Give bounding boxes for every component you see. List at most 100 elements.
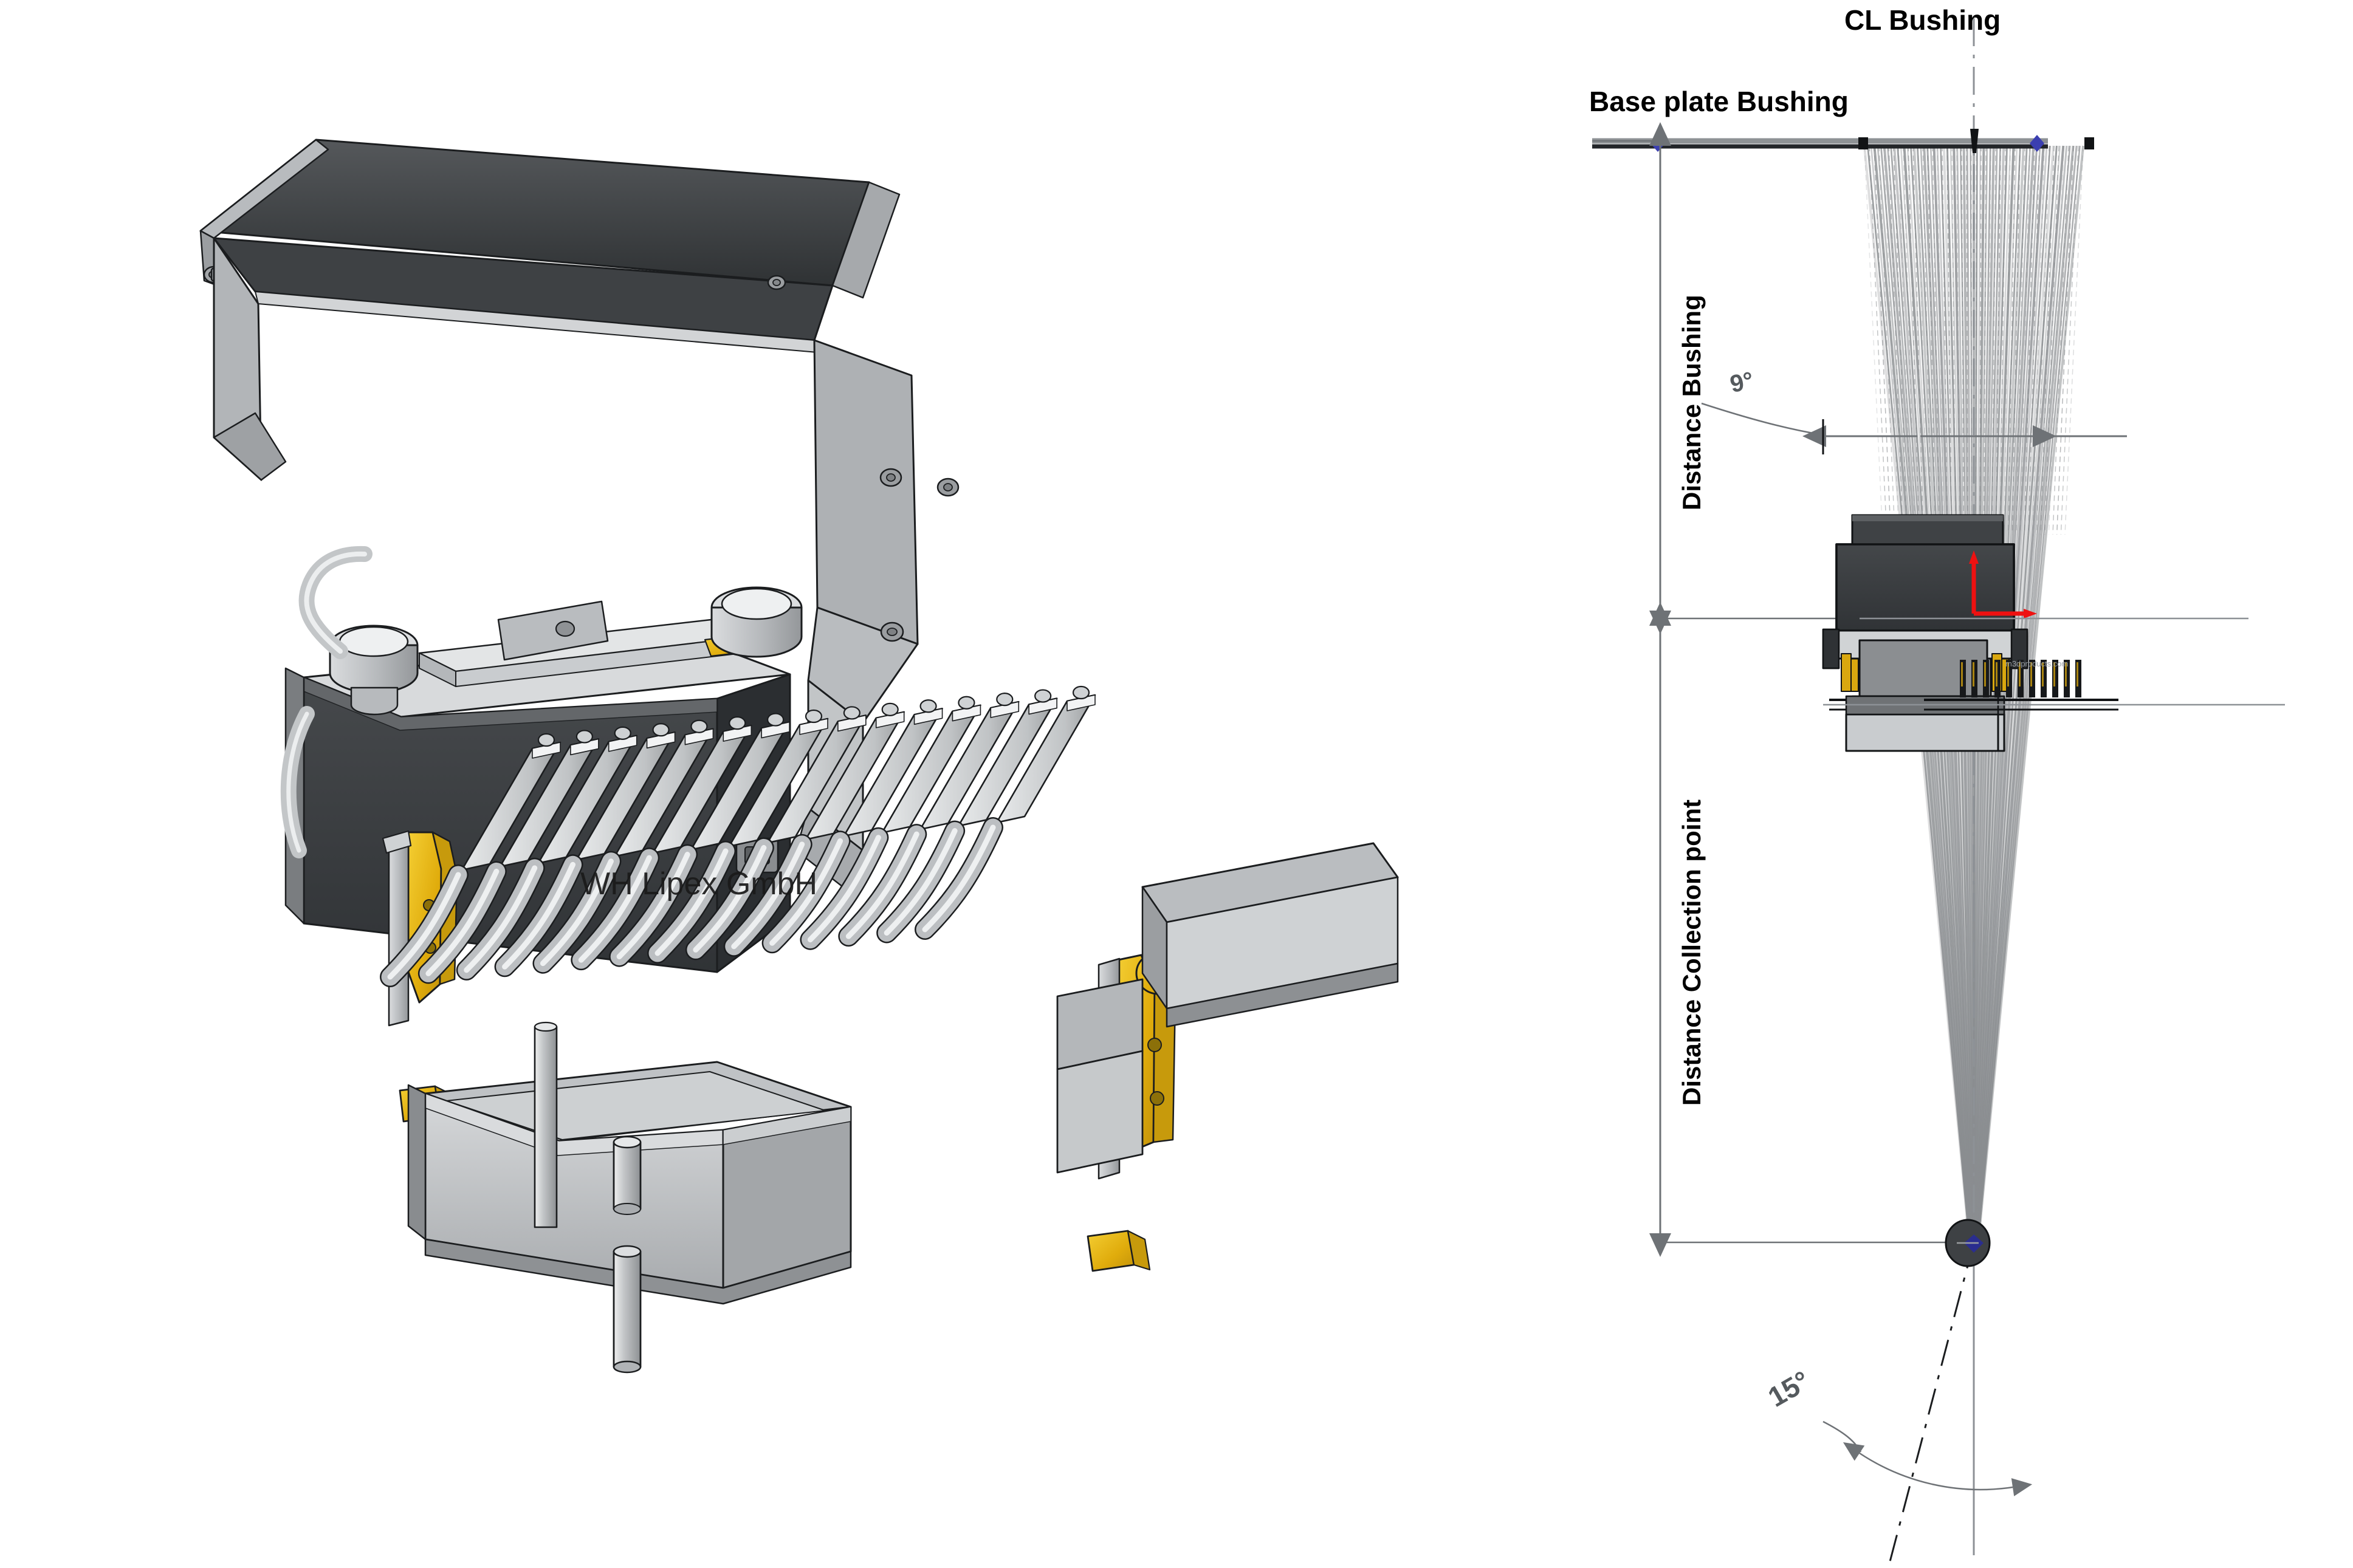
filament-strand-upper <box>1908 145 1920 535</box>
filament-strand-upper <box>2048 145 2064 535</box>
bushing-assembly-right <box>1822 514 2118 752</box>
dimension-lines <box>1592 122 1974 1257</box>
label-distance-collection-point: Distance Collection point <box>1677 799 1706 1106</box>
filament-strand-upper <box>1874 145 1892 535</box>
angle-15deg-annotation <box>1822 1420 2033 1496</box>
bushing-assembly-pair <box>1822 514 2118 752</box>
feed-tube-highlight <box>922 824 996 933</box>
inclined-centerline-15deg <box>1888 1242 1975 1567</box>
filament-strand-upper <box>1912 145 1924 535</box>
filament-strand-upper <box>2060 145 2079 535</box>
filament-strand-upper <box>2052 145 2069 535</box>
nozzle-tooth-tip <box>2007 662 2009 686</box>
filament-strand-upper <box>2016 145 2025 535</box>
feed-tube-highlight <box>731 841 805 950</box>
filament-strand <box>1976 145 2058 1243</box>
left-tall-post <box>534 1021 558 1228</box>
nozzle-tooth-tip <box>2042 662 2044 686</box>
fin-tip-knob <box>537 733 555 747</box>
feed-tube-highlight <box>387 872 461 980</box>
filament-strand-upper <box>2028 145 2040 535</box>
base-plate-line <box>1592 129 2094 153</box>
inlet-cap-left <box>329 625 419 716</box>
section-svg <box>1592 18 2285 1567</box>
stub-cylinder <box>613 1135 642 1215</box>
nozzle-tooth-tip <box>2019 662 2021 686</box>
collection-point <box>1945 1219 1991 1267</box>
filament-strand-upper <box>2007 145 2016 535</box>
feed-tube-highlight <box>769 838 843 946</box>
filament-strand-upper <box>1951 145 1956 535</box>
filament-strand-upper <box>1966 145 1968 535</box>
filament-strand-upper <box>1864 145 1883 535</box>
filament-strand-upper <box>1956 145 1960 535</box>
filament-strand-upper <box>1971 145 1973 535</box>
filament-strand <box>1973 145 2015 1243</box>
filament-strand-upper <box>1878 145 1895 535</box>
filament-strand-upper <box>2019 145 2030 535</box>
inlet-pipe <box>280 546 373 858</box>
filament-strand <box>1976 145 2051 1243</box>
label-cl-bushing: CL Bushing <box>1844 4 2001 36</box>
feed-tube-highlight <box>616 852 690 960</box>
plate-bolt-icon-3 <box>880 621 904 642</box>
filament-strand-upper <box>1898 145 1912 535</box>
nozzle-fin-array <box>461 685 1096 871</box>
nozzle-tooth-tip <box>1996 662 1997 686</box>
plate-bolt-icon-2 <box>936 478 960 497</box>
dimensioned-section-view <box>1519 0 2353 1568</box>
nozzle-tooth-tip <box>2065 662 2067 686</box>
fin-tip-knob <box>767 713 785 727</box>
fin-tip-knob <box>919 699 937 713</box>
filament-strand-upper <box>1946 145 1953 535</box>
fin-tip-knob <box>805 709 823 724</box>
nozzle-tooth-tip <box>2053 662 2055 686</box>
back-side-plate <box>213 237 287 481</box>
nozzle-tooth-tip <box>1984 662 1986 686</box>
fin-tip-knob <box>575 730 593 744</box>
filament-strand-upper <box>2040 145 2055 535</box>
filament-strand-upper <box>1903 145 1916 535</box>
fin-tip-knob <box>614 726 631 740</box>
nozzle-tooth-tip <box>1973 662 1974 686</box>
fin-tip-knob <box>1072 685 1090 700</box>
filament-strand-upper <box>1922 145 1932 535</box>
filament-strand-upper <box>2024 145 2035 535</box>
right-bracket-frame <box>1056 842 1399 1174</box>
nozzle-tooth-tip <box>2030 662 2032 686</box>
filament-strand-upper <box>1995 145 2001 535</box>
3d-assembly-view: WH Lipex GmbH <box>199 139 1399 1374</box>
filament-strand-upper <box>2064 145 2084 535</box>
filament-strand-upper <box>2044 145 2059 535</box>
fin-tip-knob <box>652 723 670 737</box>
filament-strand-upper <box>2032 145 2045 535</box>
feed-tube-highlight <box>540 858 614 967</box>
filament-strand-upper <box>1927 145 1936 535</box>
watermark-left: WH Lipex GmbH <box>580 866 818 902</box>
filament-strand-upper <box>2004 145 2011 535</box>
feed-tube-highlight <box>845 831 919 939</box>
label-base-plate-bushing: Base plate Bushing <box>1589 86 1849 117</box>
feed-tube-highlight <box>464 865 538 973</box>
inlet-cap-right <box>710 586 803 658</box>
feed-tube-highlight <box>502 861 576 970</box>
filament-strand-upper <box>1917 145 1928 535</box>
filament-strand-upper <box>1961 145 1965 535</box>
feed-tube-highlight <box>807 835 881 943</box>
filament-strand-upper <box>2011 145 2021 535</box>
assembly-svg <box>199 139 1399 1374</box>
filament-strand-upper <box>1979 145 1982 535</box>
feed-tube-highlight <box>654 848 729 956</box>
origin-axis-marker <box>1969 550 2037 618</box>
fin-tip-knob <box>958 696 975 710</box>
filament-strand-upper <box>1893 145 1908 535</box>
feed-tube-array <box>380 817 1003 987</box>
filament-strand-upper <box>1987 145 1991 535</box>
filament-strand-upper <box>1883 145 1900 535</box>
fin-tip-knob <box>881 702 899 716</box>
feed-tube-highlight <box>884 828 958 936</box>
label-distance-bushing: Distance Bushing <box>1677 295 1706 510</box>
fin-tip-knob <box>729 716 746 730</box>
fin-tip-knob <box>843 706 860 720</box>
filament-strand-upper <box>1888 145 1904 535</box>
